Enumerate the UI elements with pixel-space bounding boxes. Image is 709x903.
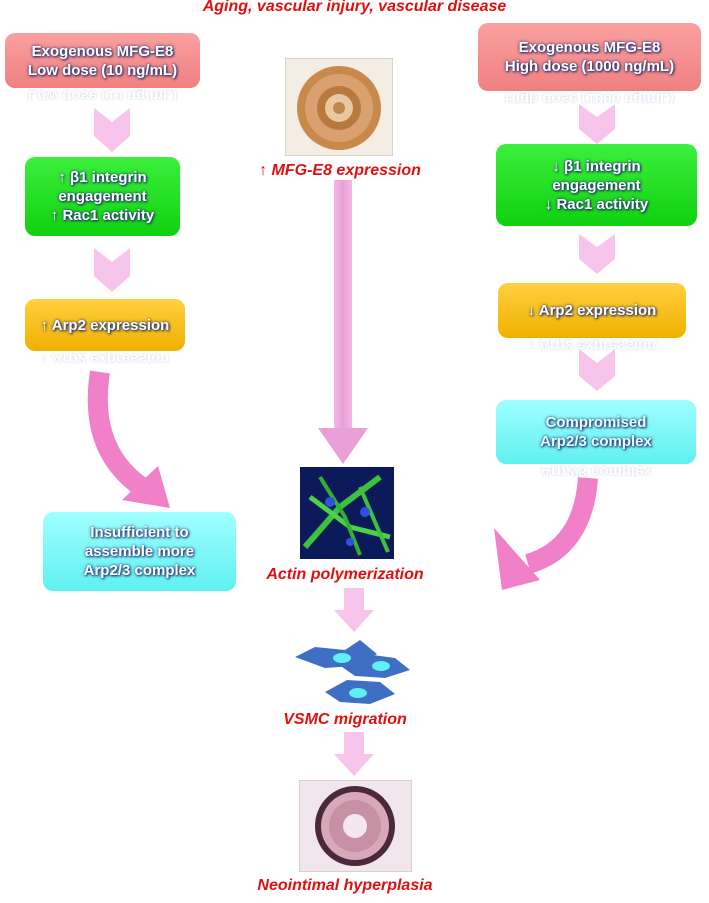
big-arrow-center (318, 180, 368, 464)
arrow-down-right-3 (579, 349, 615, 391)
actin-micrograph (300, 467, 394, 559)
low-integrin-box: ↑ β1 integrin engagement ↑ Rac1 activity (25, 157, 180, 236)
vessel-micrograph-top (285, 58, 393, 156)
vsmc-cells-illustration (295, 640, 410, 704)
mfge8-expression-label: ↑ MFG-E8 expression (259, 162, 421, 179)
arrow-to-neointimal (334, 732, 374, 776)
high-arp2-box: ↓ Arp2 expression (498, 283, 686, 338)
neointimal-hyperplasia-label: Neointimal hyperplasia (257, 877, 433, 894)
actin-polymerization-label: Actin polymerization (266, 566, 424, 583)
low-arp2-reflection: ↑ Arp2 expression (40, 352, 170, 364)
vsmc-migration-label: VSMC migration (283, 711, 407, 728)
arrow-down-right-1 (579, 104, 615, 144)
low-dose-box: Exogenous MFG-E8 Low dose (10 ng/mL) (5, 33, 200, 88)
low-dose-reflection: Low dose (10 ng/mL) (27, 89, 178, 101)
curved-arrow-left (87, 370, 170, 508)
high-dose-reflection: High dose (1000 ng/mL) (504, 92, 675, 104)
curved-arrow-right (494, 477, 598, 590)
arrow-to-vsmc (334, 588, 374, 632)
high-integrin-box: ↓ β1 integrin engagement ↓ Rac1 activity (496, 144, 697, 226)
insufficient-box: Insufficient to assemble more Arp2/3 com… (43, 512, 236, 591)
high-dose-box: Exogenous MFG-E8 High dose (1000 ng/mL) (478, 23, 701, 91)
compromised-box: Compromised Arp2/3 complex (496, 400, 696, 464)
arrow-down-left-1 (94, 108, 130, 152)
vessel-micrograph-bottom (299, 780, 412, 872)
low-arp2-box: ↑ Arp2 expression (25, 299, 185, 351)
diagram-title: Aging, vascular injury, vascular disease (202, 0, 507, 15)
arrow-down-right-2 (579, 234, 615, 274)
arrow-down-left-2 (94, 248, 130, 292)
